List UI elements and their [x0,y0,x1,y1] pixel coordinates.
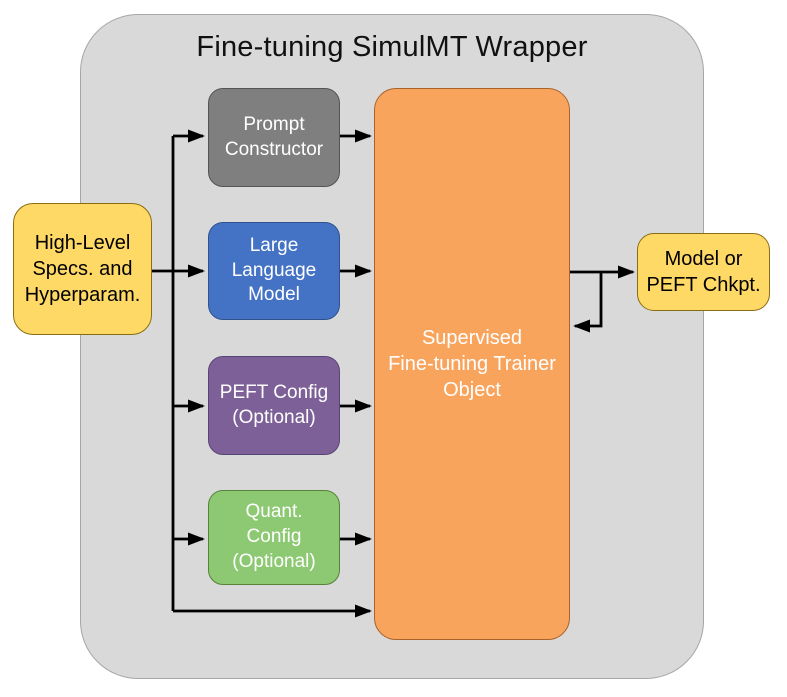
node-prompt-constructor: Prompt Constructor [208,88,340,187]
node-peft-config: PEFT Config (Optional) [208,356,340,455]
node-quant-config: Quant. Config (Optional) [208,490,340,585]
diagram-title: Fine-tuning SimulMT Wrapper [196,31,588,63]
node-peft-config-label: PEFT Config (Optional) [219,381,329,428]
node-large-language-model-label: Large Language Model [231,234,317,306]
node-prompt-constructor-label: Prompt Constructor [224,113,324,160]
node-model-or-peft-chkpt-label: Model or PEFT Chkpt. [646,248,761,296]
node-large-language-model: Large Language Model [208,222,340,320]
node-model-or-peft-chkpt: Model or PEFT Chkpt. [637,233,770,311]
node-sft-trainer-label: Supervised Fine-tuning Trainer Object [388,327,556,401]
node-quant-config-label: Quant. Config (Optional) [232,501,316,572]
node-sft-trainer: Supervised Fine-tuning Trainer Object [374,88,570,640]
node-high-level-specs-label: High-Level Specs. and Hyperparam. [24,232,141,306]
node-high-level-specs: High-Level Specs. and Hyperparam. [13,203,152,335]
